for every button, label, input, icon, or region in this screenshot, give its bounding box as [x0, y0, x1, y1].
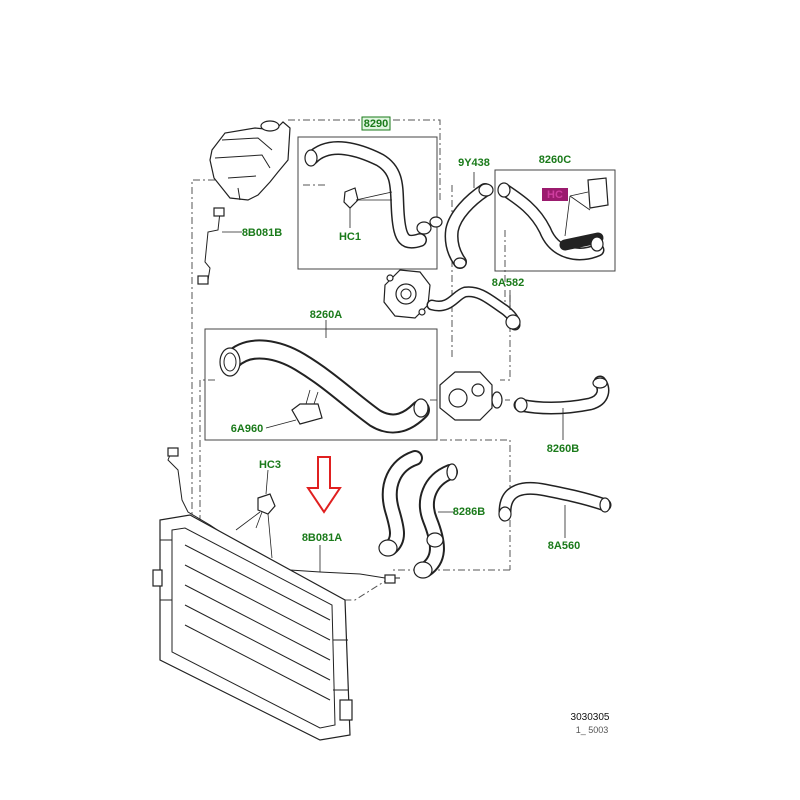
label-8a582: 8A582 — [492, 277, 524, 289]
label-hc-highlight: HC — [547, 189, 563, 201]
hc-highlight-box — [542, 188, 568, 201]
thermostat-housing — [439, 371, 503, 421]
group-box-8260c — [494, 169, 616, 272]
hose-8260c — [497, 177, 609, 261]
label-8260a: 8260A — [310, 309, 342, 321]
hose-8a560 — [498, 481, 612, 538]
label-8b081b: 8B081B — [242, 227, 282, 239]
label-8286b: 8286B — [453, 506, 485, 518]
hose-9y438 — [429, 172, 494, 269]
label-8b081a: 8B081A — [302, 532, 342, 544]
label-6a960: 6A960 — [231, 423, 263, 435]
label-hc3: HC3 — [259, 459, 281, 471]
red-down-arrow — [306, 456, 342, 514]
label-9y438: 9Y438 — [458, 157, 490, 169]
group-box-8260a — [204, 328, 438, 441]
label-8290: 8290 — [364, 118, 388, 130]
group-box-8290 — [297, 136, 438, 270]
hose-8286b — [378, 450, 458, 579]
water-pump — [383, 269, 431, 319]
label-8260c: 8260C — [539, 154, 571, 166]
expansion-tank — [209, 120, 291, 201]
label-8260b: 8260B — [547, 443, 579, 455]
label-8a560: 8A560 — [548, 540, 580, 552]
clip-hc3 — [235, 469, 276, 559]
radiator — [152, 514, 353, 741]
bracket-6a960 — [265, 389, 323, 429]
sensor-harness-8b081b — [197, 207, 242, 285]
reference-fragment: 1_ 5003 — [576, 725, 609, 735]
label-hc1: HC1 — [339, 231, 361, 243]
hose-8a582 — [426, 286, 521, 331]
hose-8290 — [304, 141, 432, 249]
label-8290-box — [361, 116, 391, 131]
hose-8260a — [219, 320, 430, 434]
reference-number: 3030305 — [571, 712, 610, 723]
hose-8260b — [513, 375, 610, 440]
